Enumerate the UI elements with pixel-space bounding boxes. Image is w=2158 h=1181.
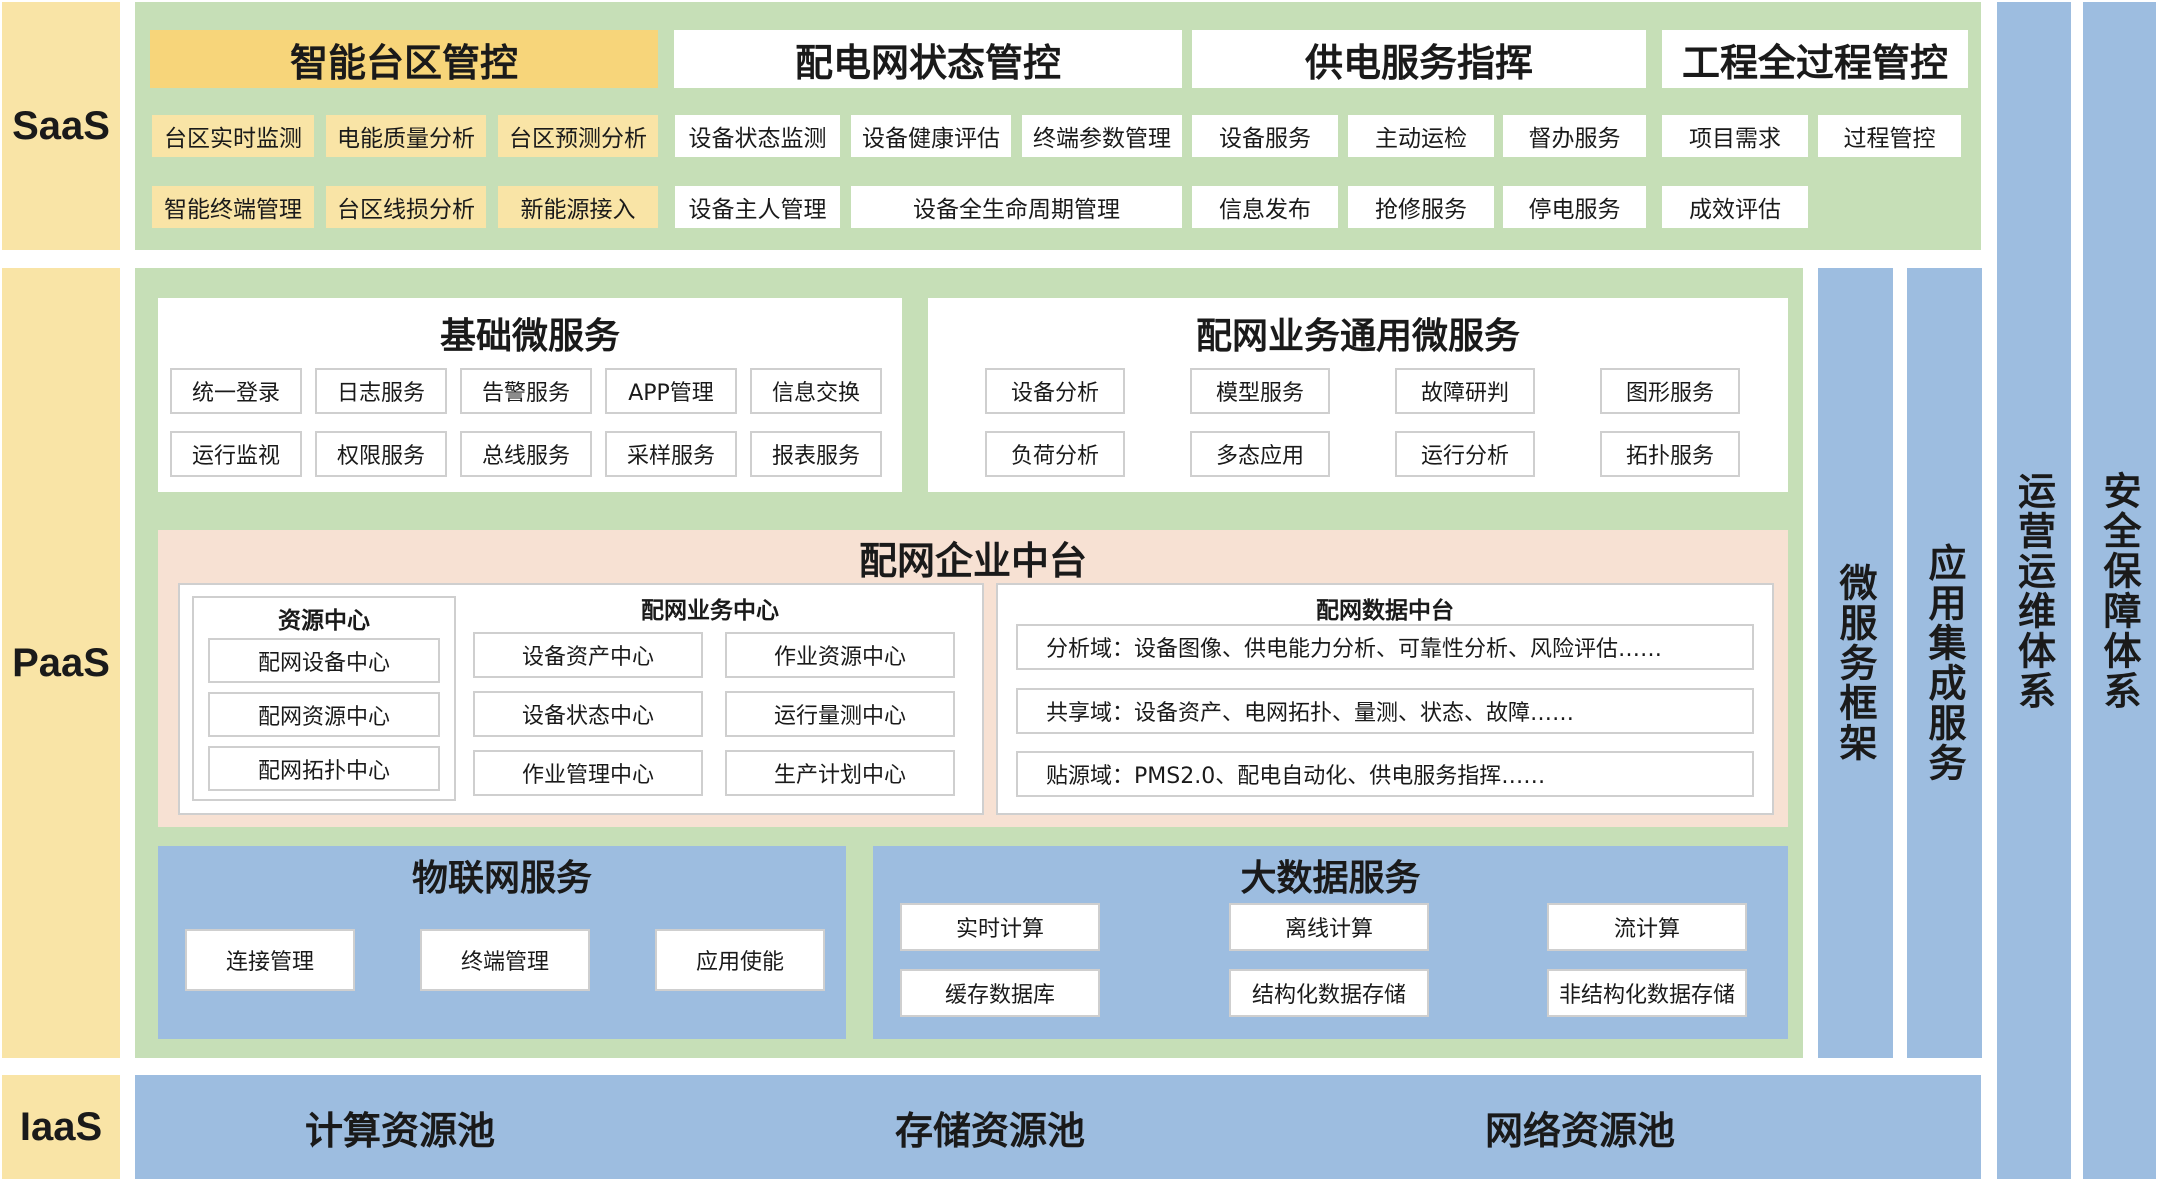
app-integration-column: 应用集成服务: [1907, 268, 1982, 1058]
saas-group-title: 工程全过程管控: [1662, 30, 1968, 88]
data-domain-item: 贴源域：PMS2.0、配电自动化、供电服务指挥……: [1016, 751, 1754, 797]
saas-item: 设备服务: [1192, 115, 1338, 157]
operations-column: 运营运维体系: [1997, 2, 2071, 1179]
saas-item: 成效评估: [1662, 186, 1808, 228]
resource-center-item: 配网设备中心: [208, 638, 440, 683]
saas-layer-label: SaaS: [2, 2, 120, 250]
bigdata-service-item: 流计算: [1547, 903, 1747, 951]
saas-group-title: 智能台区管控: [150, 30, 658, 88]
common-service-item: 设备分析: [985, 368, 1125, 414]
saas-item: 信息发布: [1192, 186, 1338, 228]
saas-item: 设备健康评估: [851, 115, 1011, 157]
saas-item: 电能质量分析: [326, 115, 486, 157]
resource-center-title: 资源中心: [278, 608, 370, 634]
business-center-item: 设备资产中心: [473, 632, 703, 678]
iot-services-title: 物联网服务: [411, 858, 592, 899]
bigdata-service-item: 非结构化数据存储: [1547, 969, 1747, 1017]
iaas-item: 存储资源池: [894, 1108, 1085, 1153]
iot-service-item: 应用使能: [655, 929, 825, 991]
bigdata-services-title: 大数据服务: [1240, 858, 1421, 899]
saas-item: 设备主人管理: [675, 186, 840, 228]
saas-item: 台区预测分析: [498, 115, 658, 157]
business-center-item: 作业管理中心: [473, 750, 703, 796]
data-domain-item: 共享域：设备资产、电网拓扑、量测、状态、故障……: [1016, 688, 1754, 734]
business-center-item: 运行量测中心: [725, 691, 955, 737]
saas-group-title: 供电服务指挥: [1192, 30, 1646, 88]
basic-service-item: 总线服务: [460, 431, 592, 477]
saas-item: 台区实时监测: [152, 115, 314, 157]
data-platform-title: 配网数据中台: [1316, 598, 1454, 624]
iot-service-item: 连接管理: [185, 929, 355, 991]
saas-item: 终端参数管理: [1022, 115, 1182, 157]
common-service-item: 多态应用: [1190, 431, 1330, 477]
iaas-item: 网络资源池: [1484, 1108, 1675, 1153]
common-service-item: 拓扑服务: [1600, 431, 1740, 477]
resource-center-item: 配网资源中心: [208, 692, 440, 737]
bigdata-service-item: 实时计算: [900, 903, 1100, 951]
saas-item: 设备全生命周期管理: [851, 186, 1182, 228]
enterprise-platform-title: 配网企业中台: [858, 538, 1087, 583]
iaas-layer-label: IaaS: [2, 1075, 120, 1179]
saas-item: 停电服务: [1503, 186, 1646, 228]
bigdata-service-item: 结构化数据存储: [1229, 969, 1429, 1017]
business-center-item: 作业资源中心: [725, 632, 955, 678]
saas-item: 过程管控: [1818, 115, 1961, 157]
basic-service-item: 告警服务: [460, 368, 592, 414]
bigdata-service-item: 缓存数据库: [900, 969, 1100, 1017]
basic-service-item: 报表服务: [750, 431, 882, 477]
basic-microservices-title: 基础微服务: [439, 316, 620, 357]
saas-item: 新能源接入: [498, 186, 658, 228]
saas-item: 项目需求: [1662, 115, 1808, 157]
iaas-panel: [135, 1075, 1981, 1179]
resource-center-item: 配网拓扑中心: [208, 746, 440, 791]
saas-item: 主动运检: [1348, 115, 1494, 157]
common-service-item: 模型服务: [1190, 368, 1330, 414]
saas-item: 督办服务: [1503, 115, 1646, 157]
basic-service-item: 信息交换: [750, 368, 882, 414]
iot-service-item: 终端管理: [420, 929, 590, 991]
saas-item: 智能终端管理: [152, 186, 314, 228]
bigdata-service-item: 离线计算: [1229, 903, 1429, 951]
common-service-item: 负荷分析: [985, 431, 1125, 477]
saas-item: 台区线损分析: [326, 186, 486, 228]
saas-item: 设备状态监测: [675, 115, 840, 157]
business-center-item: 生产计划中心: [725, 750, 955, 796]
data-domain-item: 分析域：设备图像、供电能力分析、可靠性分析、风险评估……: [1016, 624, 1754, 670]
basic-service-item: 采样服务: [605, 431, 737, 477]
business-center-item: 设备状态中心: [473, 691, 703, 737]
paas-layer-label: PaaS: [2, 268, 120, 1058]
common-service-item: 图形服务: [1600, 368, 1740, 414]
saas-group-title: 配电网状态管控: [674, 30, 1182, 88]
common-service-item: 运行分析: [1395, 431, 1535, 477]
business-center-title: 配网业务中心: [641, 598, 779, 624]
security-column: 安全保障体系: [2083, 2, 2156, 1179]
common-service-item: 故障研判: [1395, 368, 1535, 414]
common-microservices-title: 配网业务通用微服务: [1195, 316, 1520, 357]
microservice-framework-column: 微服务框架: [1818, 268, 1893, 1058]
basic-service-item: APP管理: [605, 368, 737, 414]
basic-service-item: 日志服务: [315, 368, 447, 414]
iaas-item: 计算资源池: [304, 1108, 495, 1153]
saas-item: 抢修服务: [1348, 186, 1494, 228]
basic-service-item: 权限服务: [315, 431, 447, 477]
basic-service-item: 统一登录: [170, 368, 302, 414]
basic-service-item: 运行监视: [170, 431, 302, 477]
